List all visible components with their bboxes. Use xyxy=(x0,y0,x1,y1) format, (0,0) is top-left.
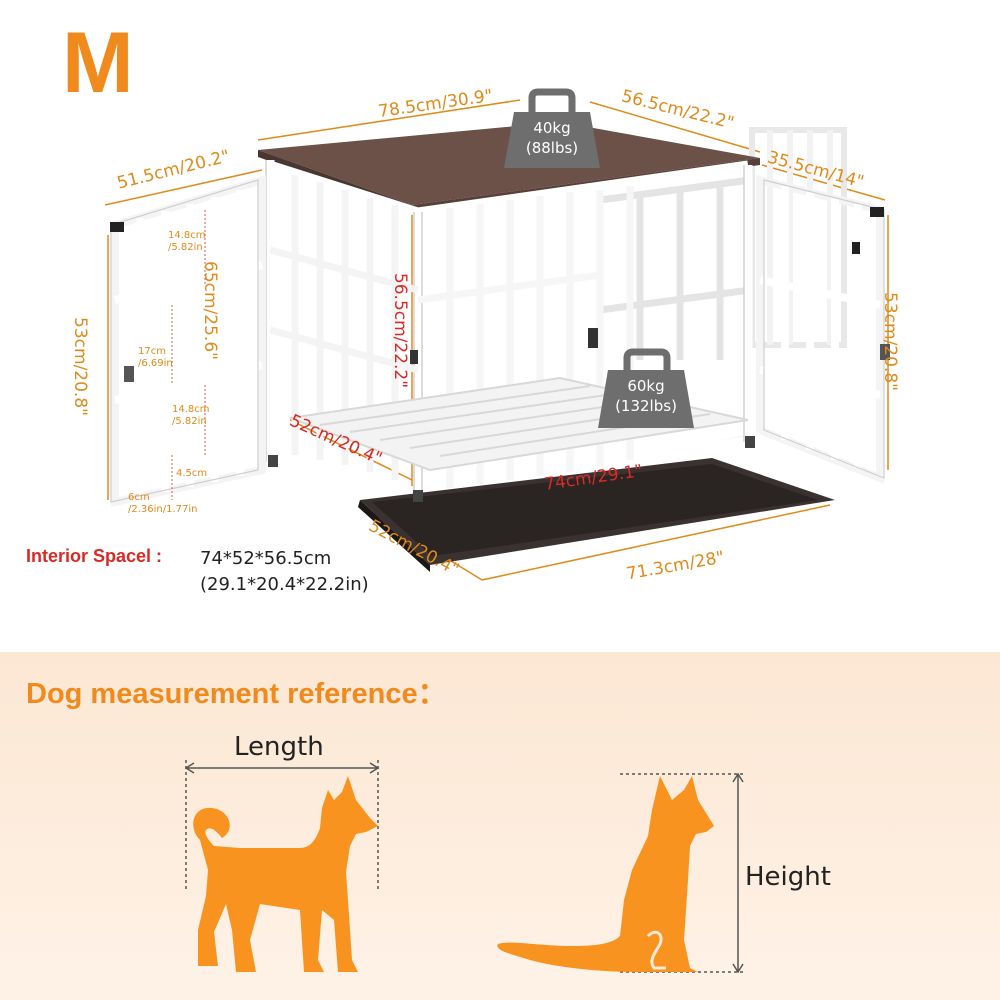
interior-space-values: 74*52*56.5cm (29.1*20.4*22.2in) xyxy=(200,546,369,598)
door-gap-5: 6cm/2.36in/1.77in xyxy=(128,492,198,515)
weight-floor-kg: 60kg xyxy=(627,377,665,395)
dim-overall-height: 65cm/25.6" xyxy=(199,261,220,360)
height-label: Height xyxy=(745,862,831,892)
reference-title: Dog measurement reference： xyxy=(26,678,447,710)
dog-reference-graphics xyxy=(184,760,744,974)
weight-top-tag: 40kg (88lbs) xyxy=(504,118,600,158)
crate-illustration xyxy=(104,88,890,581)
weight-tag-top-shape xyxy=(504,88,600,168)
tray xyxy=(358,458,835,572)
size-label: M xyxy=(62,15,134,111)
sitting-dog-icon xyxy=(497,776,714,972)
weight-floor-lbs: (132lbs) xyxy=(615,397,677,415)
weight-floor-tag: 60kg (132lbs) xyxy=(598,376,694,416)
length-measure-line xyxy=(184,760,380,890)
door-gap-2: 17cm/6.69in xyxy=(138,346,173,369)
interior-space-imperial: (29.1*20.4*22.2in) xyxy=(200,574,369,596)
interior-space-label: Interior Spacel : xyxy=(26,546,163,566)
right-door xyxy=(756,174,884,484)
dim-left-door-height: 53cm/20.8" xyxy=(69,317,90,416)
weight-top-lbs: (88lbs) xyxy=(525,139,579,157)
weight-tag-floor-shape xyxy=(598,348,694,428)
door-latch xyxy=(588,328,598,348)
length-label: Length xyxy=(234,732,324,762)
weight-top-kg: 40kg xyxy=(533,119,571,137)
standing-dog-icon xyxy=(193,776,378,972)
crate-back-frame xyxy=(596,176,751,370)
dim-right-door-height: 53cm/20.8" xyxy=(879,292,900,391)
door-gap-3: 14.8cm/5.82in xyxy=(172,404,210,427)
dim-interior-height: 56.5cm/22.2" xyxy=(390,272,411,389)
interior-space-metric: 74*52*56.5cm xyxy=(200,548,332,569)
door-gap-1: 14.8cm/5.82in xyxy=(168,230,206,253)
door-gap-4: 4.5cm xyxy=(176,468,208,479)
dog-reference-panel xyxy=(0,652,1000,1000)
left-door xyxy=(111,174,266,507)
